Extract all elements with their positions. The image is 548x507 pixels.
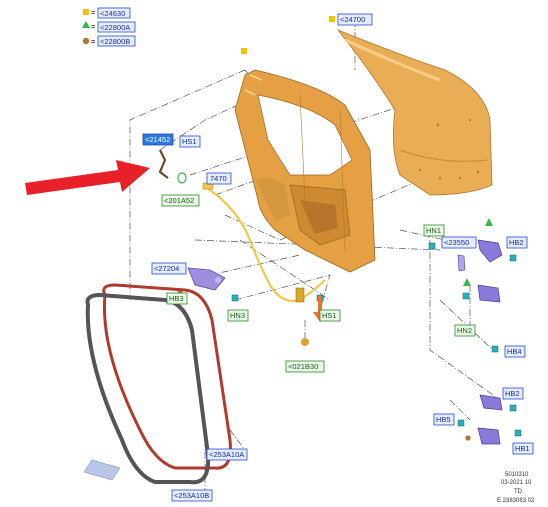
rod-part — [158, 149, 169, 179]
svg-text:<201A52: <201A52 — [164, 196, 194, 205]
svg-text:=: = — [91, 8, 96, 17]
callout-hb4[interactable]: HB4 — [504, 345, 526, 358]
callout-hb2-bottom[interactable]: HB2 — [502, 387, 524, 400]
pointer-arrow — [25, 160, 150, 195]
svg-text:<23550: <23550 — [444, 238, 469, 247]
callout-7470[interactable]: 7470 — [206, 172, 232, 185]
footer-codes: 5010310 03-2021 10 TD E 2383083 02 — [497, 472, 535, 504]
outer-door-panel — [336, 29, 493, 196]
door-seals — [85, 283, 232, 485]
callout-hs1-mid[interactable]: HS1 — [319, 309, 341, 322]
callouts: <24700 <21452 HS1 7470 <201A52 <27204 — [142, 13, 534, 502]
svg-text:HB2: HB2 — [505, 389, 520, 398]
svg-text:HB1: HB1 — [515, 444, 530, 453]
svg-text:HB2: HB2 — [509, 238, 524, 247]
legend: = <24630 = <22800A = <22800B — [82, 7, 136, 47]
svg-text:<253A10A: <253A10A — [209, 450, 244, 459]
door-latch — [187, 267, 226, 291]
footer-line-4: E 2383083 02 — [497, 498, 535, 504]
inner-door-frame — [234, 69, 376, 273]
svg-text:<27204: <27204 — [154, 264, 179, 273]
svg-text:HN1: HN1 — [426, 226, 441, 235]
callout-hb3[interactable]: HB3 — [166, 292, 188, 305]
direction-arrow — [83, 459, 121, 481]
callout-253a10a[interactable]: <253A10A — [206, 448, 248, 461]
svg-text:=: = — [91, 37, 96, 46]
callout-hn3[interactable]: HN3 — [227, 309, 249, 322]
svg-text:HN3: HN3 — [230, 311, 245, 320]
square-marker-panel — [329, 16, 335, 22]
svg-text:<24700: <24700 — [340, 15, 365, 24]
svg-text:7470: 7470 — [210, 174, 227, 183]
footer-line-1: 5010310 — [505, 472, 529, 478]
callout-hn2[interactable]: HN2 — [454, 324, 476, 337]
svg-text:HB4: HB4 — [507, 347, 522, 356]
svg-text:HS1: HS1 — [182, 137, 197, 146]
hinges — [457, 239, 503, 445]
callout-253a10b[interactable]: <253A10B — [171, 489, 213, 502]
callout-27204[interactable]: <27204 — [151, 262, 187, 275]
callout-23550[interactable]: <23550 — [441, 236, 477, 249]
svg-text:<21452: <21452 — [145, 135, 170, 144]
legend-code-1: <24630 — [100, 9, 125, 18]
callout-21452[interactable]: <21452 — [142, 133, 174, 146]
legend-square-icon — [83, 9, 89, 15]
handle-cable — [202, 182, 326, 303]
svg-text:=: = — [91, 22, 96, 31]
legend-circle-icon — [82, 37, 90, 45]
callout-hs1-top[interactable]: HS1 — [179, 135, 201, 148]
callout-hb2-top[interactable]: HB2 — [506, 236, 528, 249]
footer-line-2: 03-2021 10 — [501, 480, 532, 486]
svg-text:<021B30: <021B30 — [288, 362, 318, 371]
callout-hb5[interactable]: HB5 — [433, 413, 455, 426]
clip-part — [177, 172, 187, 184]
callout-201a52[interactable]: <201A52 — [161, 194, 200, 207]
svg-text:HN2: HN2 — [457, 326, 472, 335]
svg-text:HB3: HB3 — [169, 294, 184, 303]
callout-hb1[interactable]: HB1 — [512, 442, 534, 455]
callout-hn1[interactable]: HN1 — [423, 224, 445, 237]
callout-021b30[interactable]: <021B30 — [285, 360, 325, 373]
legend-triangle-icon — [82, 21, 90, 28]
svg-text:HB5: HB5 — [436, 415, 451, 424]
svg-text:HS1: HS1 — [322, 311, 337, 320]
square-marker — [241, 48, 247, 54]
callout-24700[interactable]: <24700 — [337, 13, 373, 26]
svg-text:<253A10B: <253A10B — [174, 491, 209, 500]
footer-line-3: TD — [514, 489, 523, 495]
legend-code-2: <22800A — [100, 23, 130, 32]
legend-code-3: <22800B — [100, 37, 130, 46]
